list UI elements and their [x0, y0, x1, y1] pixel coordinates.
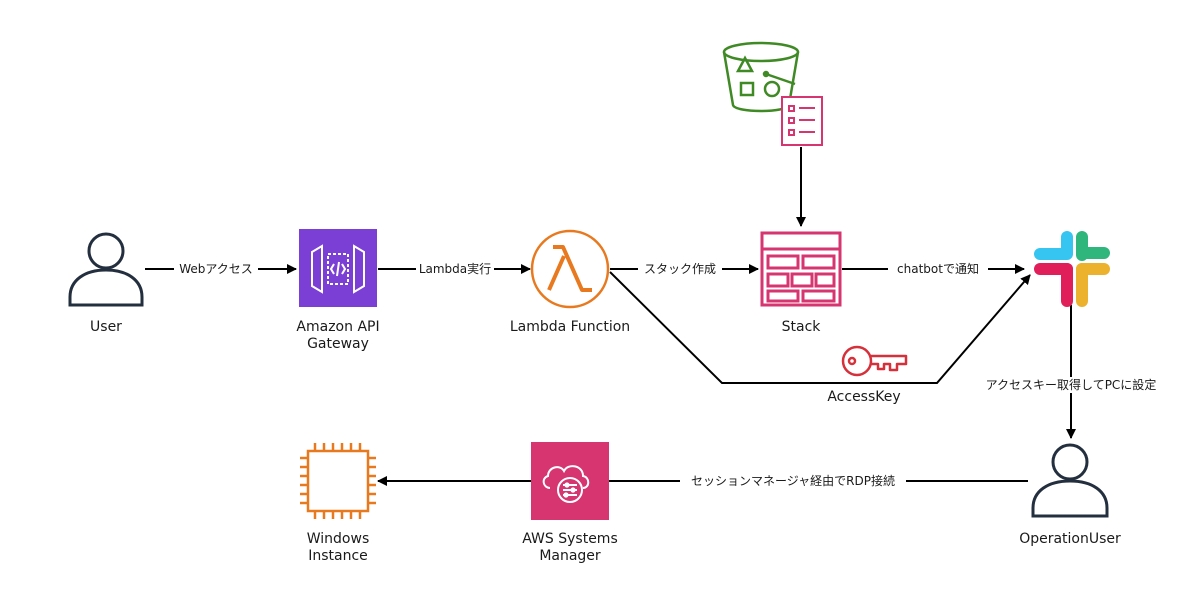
ssm-glyph [542, 465, 590, 503]
ssm-label-line2: Manager [539, 548, 601, 564]
ssm-label-line1: AWS Systems [522, 531, 618, 547]
api-gateway-label-line2: Gateway [307, 336, 369, 352]
edge-rdp: セッションマネージャ経由でRDP接続 [377, 473, 1028, 489]
api-gateway-label-line1: Amazon API [296, 319, 379, 335]
edge-label-notify-chatbot: chatbotで通知 [897, 262, 979, 276]
operation-user-label: OperationUser [1019, 531, 1121, 547]
ec2-instance-icon [300, 443, 376, 519]
edge-label-get-accesskey: アクセスキー取得してPCに設定 [986, 377, 1157, 392]
api-gateway-glyph [311, 244, 365, 294]
windows-label-line2: Instance [308, 548, 368, 564]
windows-label-line1: Windows [307, 531, 370, 547]
user-label: User [90, 319, 122, 335]
api-gateway-node[interactable]: Amazon API Gateway [296, 229, 380, 352]
ssm-node[interactable]: AWS Systems Manager [522, 442, 618, 564]
edge-accesskey-to-slack [609, 271, 1031, 384]
lambda-icon [530, 229, 610, 309]
user-icon [68, 232, 144, 307]
lambda-node[interactable]: Lambda Function [510, 229, 630, 335]
windows-instance-node[interactable]: Windows Instance [300, 443, 376, 564]
edge-notify-chatbot: chatbotで通知 [842, 261, 1025, 277]
template-document-icon [781, 96, 823, 146]
operation-user-icon [1031, 443, 1109, 518]
edge-label-web-access: Webアクセス [179, 262, 253, 276]
lambda-label: Lambda Function [510, 319, 630, 335]
edge-lambda-exec: Lambda実行 [378, 261, 531, 277]
key-icon [841, 345, 908, 377]
user-node[interactable]: User [68, 232, 144, 335]
operation-user-node[interactable]: OperationUser [1019, 443, 1121, 547]
template-node[interactable] [781, 96, 823, 146]
edge-label-create-stack: スタック作成 [644, 262, 716, 276]
cloudformation-stack-icon [760, 231, 842, 307]
edge-label-lambda-exec: Lambda実行 [419, 261, 491, 276]
edge-label-rdp: セッションマネージャ経由でRDP接続 [691, 473, 895, 488]
edge-create-stack: スタック作成 [610, 261, 759, 277]
stack-label: Stack [782, 319, 822, 335]
edge-web-access: Webアクセス [145, 261, 297, 277]
accesskey-node[interactable]: AccessKey [827, 345, 908, 405]
edge-get-accesskey: アクセスキー取得してPCに設定 [980, 305, 1166, 439]
stack-node[interactable]: Stack [760, 231, 842, 335]
accesskey-label: AccessKey [827, 389, 900, 405]
slack-node[interactable] [1034, 231, 1110, 307]
slack-icon [1034, 231, 1110, 307]
